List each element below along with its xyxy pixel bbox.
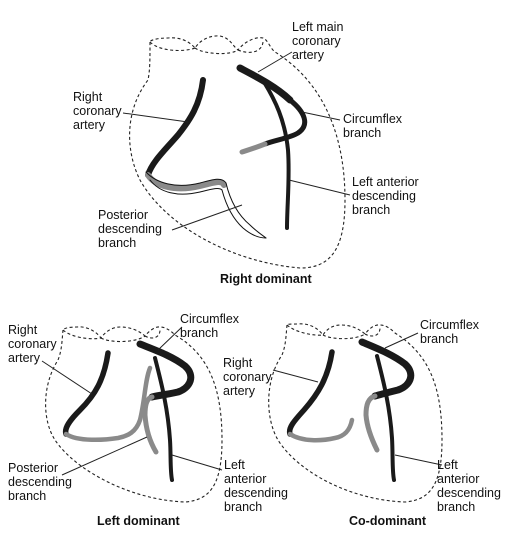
pulmonary-top: [100, 335, 146, 343]
label-line: artery: [292, 48, 324, 62]
aorta-top: [149, 41, 196, 52]
leader-circumflex: [157, 326, 183, 351]
label-line: Left: [437, 458, 458, 472]
right-coronary-artery: [145, 77, 206, 178]
label-left-anterior-descending-branch: Left anterior descending branch: [437, 458, 501, 514]
leader-lad: [288, 179, 351, 196]
label-line: branch: [8, 489, 47, 503]
circumflex-continuation: [142, 394, 159, 455]
label-right-coronary-artery: Right coronary artery: [8, 323, 57, 365]
left-anterior-descending-branch: [262, 80, 291, 230]
aorta-top: [286, 324, 324, 336]
pulmonary-top: [194, 47, 239, 55]
label-right-coronary-artery: Right coronary artery: [223, 356, 272, 398]
label-line: artery: [223, 384, 255, 398]
caption-co-dominant: Co-dominant: [349, 514, 427, 528]
label-circumflex-branch: Circumflex branch: [180, 312, 239, 340]
label-line: Circumflex: [343, 112, 403, 126]
pulmonary-inner: [364, 327, 381, 337]
label-line: Left anterior: [352, 175, 419, 189]
caption-right-dominant: Right dominant: [220, 272, 312, 286]
label-line: Posterior: [98, 208, 149, 222]
label-left-anterior-descending-branch: Left anterior descending branch: [224, 458, 288, 514]
caption-left-dominant: Left dominant: [97, 514, 180, 528]
heart-co-dominant: [268, 323, 443, 503]
label-line: coronary: [223, 370, 272, 384]
label-line: branch: [224, 500, 263, 514]
label-circumflex-branch: Circumflex branch: [420, 318, 479, 346]
rca-posterior-course: [145, 172, 227, 192]
label-circumflex-branch: Circumflex branch: [343, 112, 402, 140]
heart-outline: [129, 35, 346, 269]
label-line: branch: [180, 326, 219, 340]
label-line: descending: [98, 222, 162, 236]
label-line: descending: [224, 486, 288, 500]
circumflex-continuation: [239, 141, 268, 155]
label-line: anterior: [224, 472, 267, 486]
label-line: branch: [343, 126, 382, 140]
leader-circumflex: [301, 111, 341, 121]
leader-posterior: [171, 204, 243, 231]
aorta-top: [62, 329, 102, 340]
label-line: descending: [437, 486, 501, 500]
label-line: Right: [223, 356, 253, 370]
label-line: descending: [8, 475, 72, 489]
label-left-main-coronary-artery: Left main coronary artery: [292, 20, 343, 62]
leader-posterior: [61, 436, 148, 476]
leader-circumflex: [384, 332, 419, 349]
circumflex-branch: [262, 97, 308, 147]
rca-edge-top: [145, 171, 227, 186]
label-line: descending: [352, 189, 416, 203]
label-line: Posterior: [8, 461, 59, 475]
label-left-anterior-descending-branch: Left anterior descending branch: [352, 175, 419, 217]
label-line: artery: [73, 118, 105, 132]
left-anterior-descending-branch: [375, 354, 396, 482]
pulmonary-inner: [237, 41, 264, 53]
label-line: Right: [8, 323, 38, 337]
label-line: Left main: [292, 20, 344, 34]
left-anterior-descending-branch: [153, 356, 174, 482]
pulmonary-top: [322, 333, 366, 340]
label-line: artery: [8, 351, 40, 365]
label-line: coronary: [292, 34, 341, 48]
label-line: branch: [98, 236, 137, 250]
label-line: branch: [352, 203, 391, 217]
right-coronary-artery: [286, 349, 335, 437]
posterior-descending-branch-edge-b: [221, 189, 267, 239]
leader-right-coronary: [122, 112, 189, 123]
label-line: branch: [420, 332, 459, 346]
label-line: Right: [73, 90, 103, 104]
leader-right-coronary: [272, 369, 319, 383]
label-posterior-descending-branch: Posterior descending branch: [98, 208, 162, 250]
label-line: Left: [224, 458, 245, 472]
rca-edge-bottom: [149, 179, 223, 195]
left-circumflex-posterior-descending: [63, 365, 153, 442]
leader-right-coronary: [41, 360, 93, 395]
rca-posterior-course: [287, 417, 355, 443]
label-line: coronary: [73, 104, 122, 118]
right-coronary-artery: [62, 350, 111, 437]
label-line: Circumflex: [180, 312, 240, 326]
label-line: branch: [437, 500, 476, 514]
leader-lad: [171, 454, 223, 471]
heart-outline: [268, 323, 443, 503]
leader-lad: [394, 454, 443, 466]
posterior-descending-branch-edge-a: [225, 182, 267, 239]
label-line: anterior: [437, 472, 480, 486]
circumflex-continuation: [363, 393, 380, 453]
pulmonary-inner: [144, 329, 161, 339]
label-posterior-descending-branch: Posterior descending branch: [8, 461, 72, 503]
label-right-coronary-artery: Right coronary artery: [73, 90, 122, 132]
heart-right-dominant: [122, 35, 351, 269]
label-line: coronary: [8, 337, 57, 351]
heart-left-dominant: [41, 326, 223, 503]
leader-left-main: [257, 51, 293, 73]
label-line: Circumflex: [420, 318, 480, 332]
